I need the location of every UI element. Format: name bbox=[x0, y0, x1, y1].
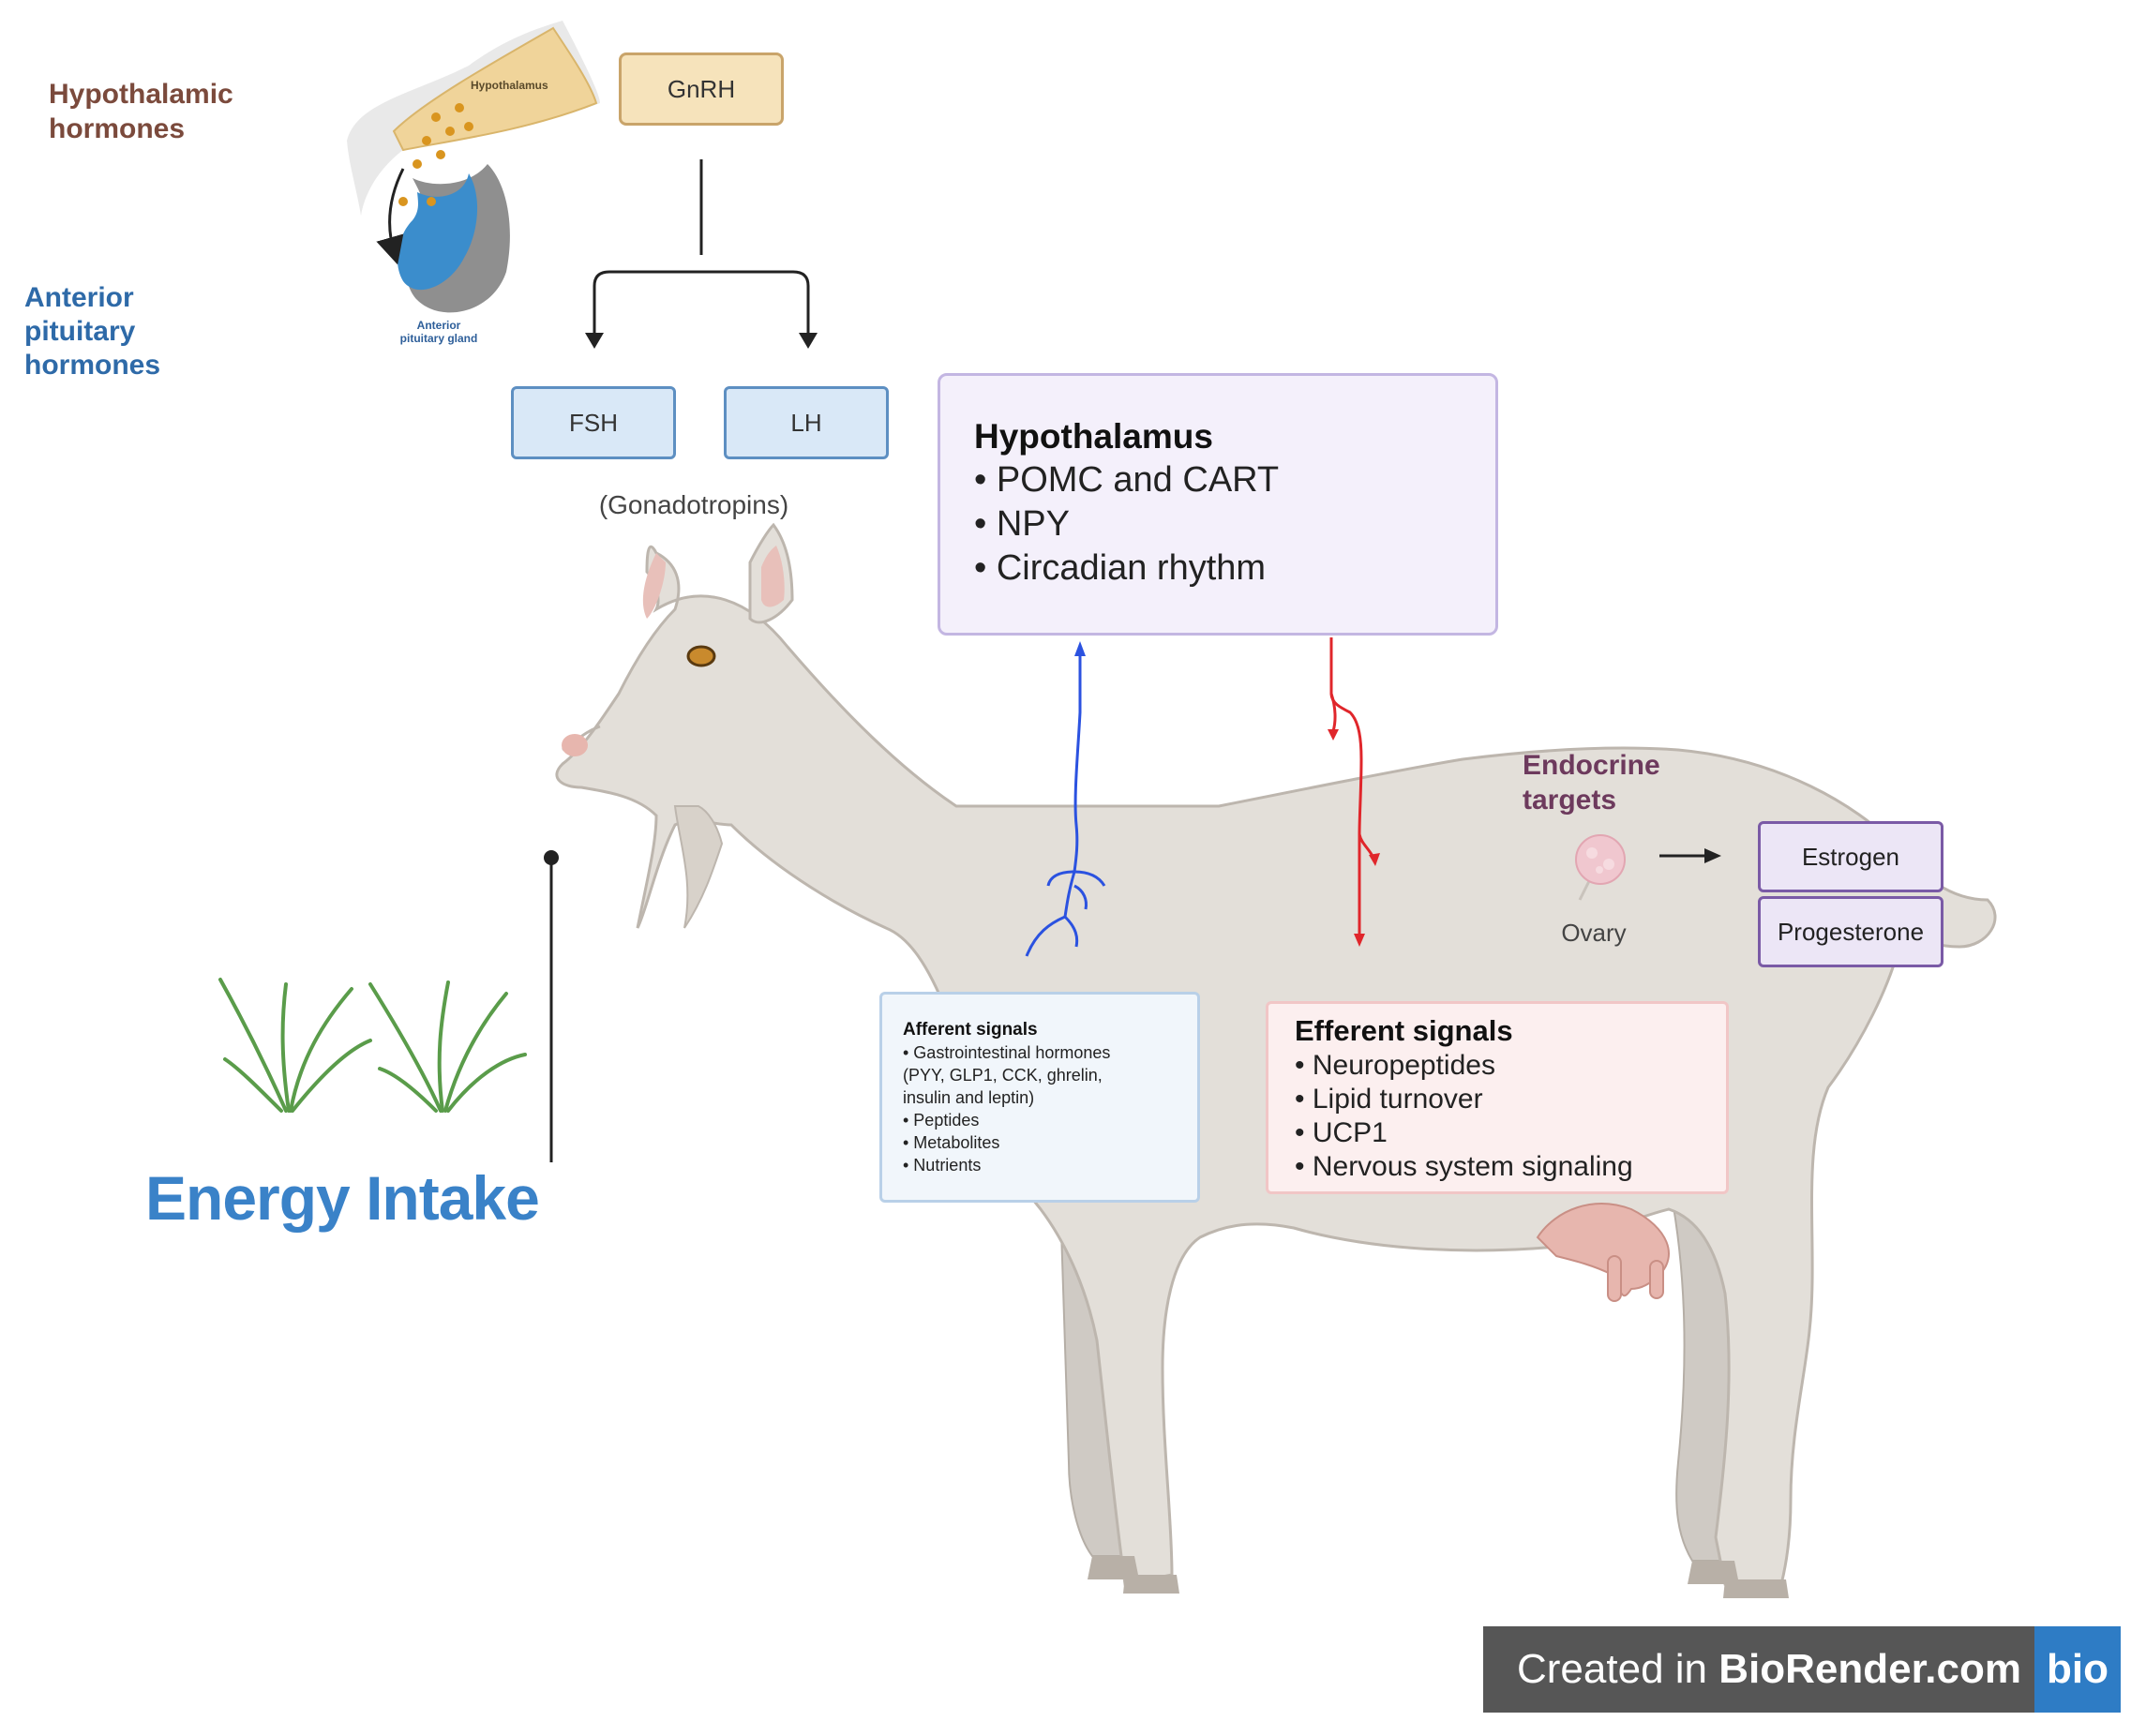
afferent-signals-box: Afferent signals • Gastrointestinal horm… bbox=[879, 992, 1200, 1203]
anterior-pituitary-gland-label: Anterior pituitary gland bbox=[399, 319, 478, 345]
afferent-item: • Peptides bbox=[903, 1111, 980, 1130]
gonadotropins-label: (Gonadotropins) bbox=[598, 490, 789, 519]
hypothalamus-item: • POMC and CART bbox=[974, 460, 1280, 500]
credit-text: Created in BioRender.com bbox=[1483, 1646, 2034, 1693]
anterior-pituitary-hormones-label: Anterior pituitary hormones bbox=[24, 282, 161, 381]
ovary-icon bbox=[1575, 834, 1626, 901]
energy-intake-label: Energy Intake bbox=[145, 1163, 540, 1233]
afferent-item: • Nutrients bbox=[903, 1156, 982, 1175]
lh-box: LH bbox=[724, 386, 889, 459]
efferent-item: • Neuropeptides bbox=[1295, 1050, 1495, 1081]
afferent-item: (PYY, GLP1, CCK, ghrelin, bbox=[903, 1066, 1103, 1085]
credit-prefix: Created in bbox=[1517, 1646, 1719, 1692]
hypothalamus-item: • NPY bbox=[974, 504, 1070, 544]
efferent-signals-box: Efferent signals • Neuropeptides • Lipid… bbox=[1266, 1001, 1729, 1194]
credit-brand: BioRender.com bbox=[1718, 1646, 2021, 1692]
hypothalamus-pituitary-icon bbox=[347, 21, 600, 313]
gnrh-box: GnRH bbox=[619, 52, 784, 126]
hypothalamic-hormones-label: Hypothalamic hormones bbox=[49, 79, 233, 144]
progesterone-box: Progesterone bbox=[1758, 896, 1943, 967]
hypothalamus-box-title: Hypothalamus bbox=[974, 417, 1213, 456]
endocrine-targets-label: Endocrine targets bbox=[1523, 750, 1660, 816]
efferent-item: • Nervous system signaling bbox=[1295, 1151, 1633, 1182]
afferent-item: • Gastrointestinal hormones bbox=[903, 1043, 1111, 1062]
hypothalamus-box: Hypothalamus • POMC and CART • NPY • Cir… bbox=[938, 373, 1498, 636]
hypothalamus-icon-label: Hypothalamus bbox=[471, 79, 548, 92]
biorender-logo: bio bbox=[2034, 1626, 2121, 1713]
afferent-item: insulin and leptin) bbox=[903, 1088, 1035, 1107]
fsh-box: FSH bbox=[511, 386, 676, 459]
afferent-nerve-arrow bbox=[1025, 647, 1106, 957]
efferent-item: • Lipid turnover bbox=[1295, 1084, 1483, 1115]
afferent-item: • Metabolites bbox=[903, 1133, 1000, 1152]
ovary-label: Ovary bbox=[1561, 919, 1627, 947]
estrogen-box: Estrogen bbox=[1758, 821, 1943, 892]
biorender-credit-badge[interactable]: Created in BioRender.com bio bbox=[1483, 1626, 2121, 1713]
gnrh-flow-connector bbox=[593, 159, 810, 342]
hypothalamus-item: • Circadian rhythm bbox=[974, 548, 1267, 588]
afferent-signals-title: Afferent signals bbox=[903, 1020, 1038, 1040]
efferent-item: • UCP1 bbox=[1295, 1117, 1388, 1148]
efferent-nerve-arrow bbox=[1329, 637, 1375, 937]
efferent-signals-title: Efferent signals bbox=[1295, 1014, 1513, 1047]
grass-icon bbox=[218, 978, 527, 1113]
